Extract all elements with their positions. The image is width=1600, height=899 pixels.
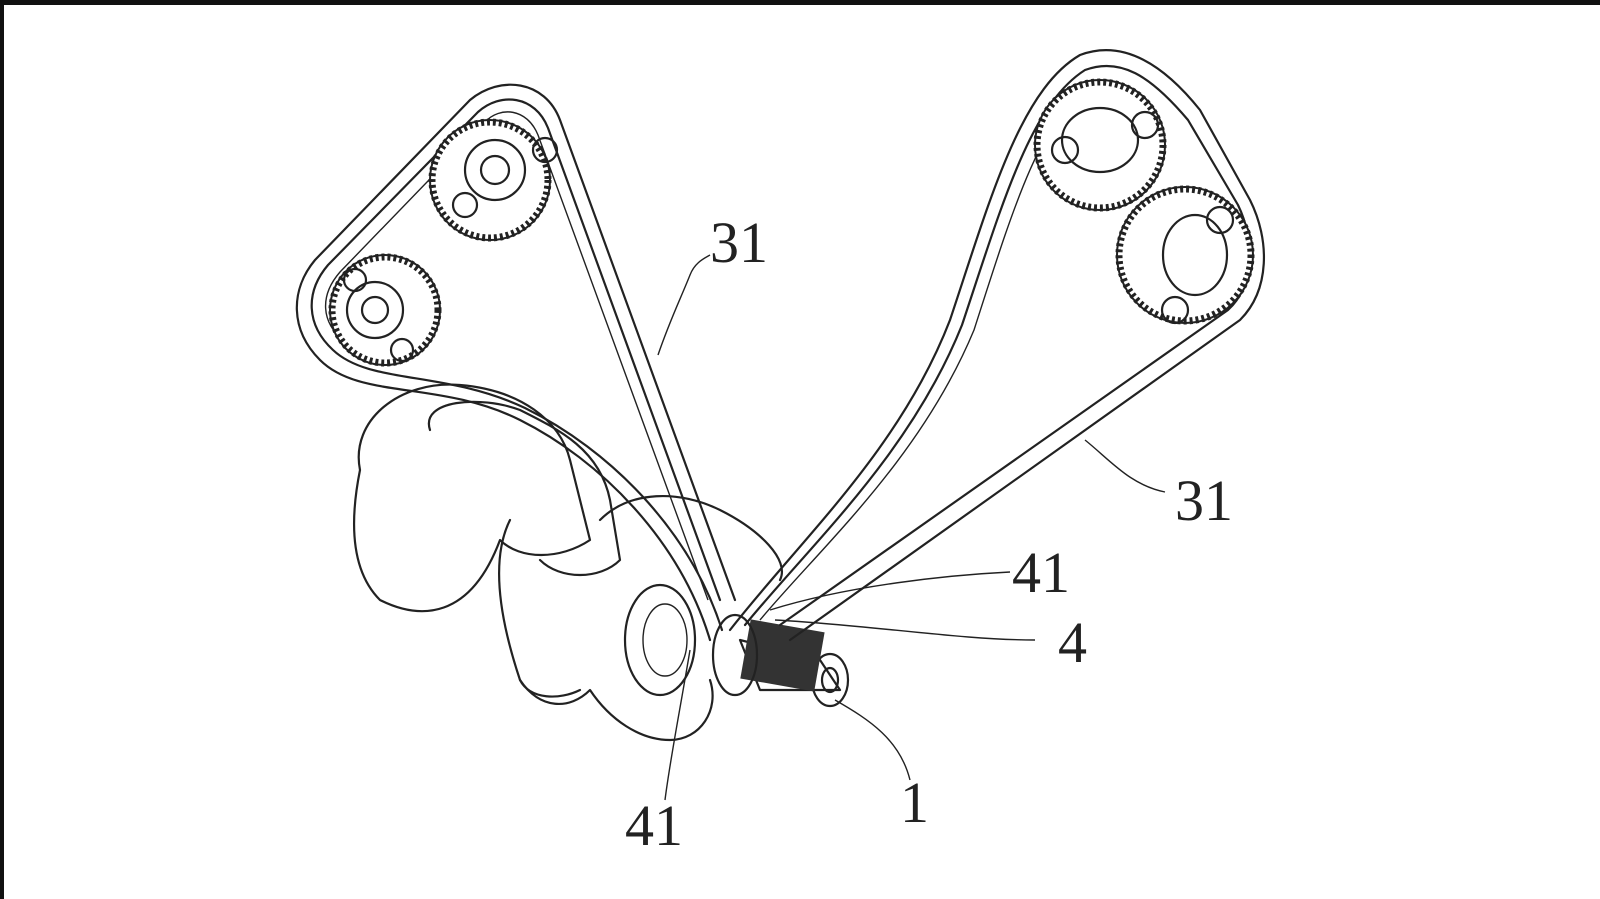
label-41-upper: 41: [1012, 540, 1070, 605]
label-41-lower: 41: [625, 793, 683, 858]
gear-4: [740, 619, 825, 692]
sprocket-left-lower: [328, 253, 442, 367]
leader-lines: [657, 254, 1166, 801]
frame-border-left: [0, 0, 4, 899]
crankshaft: [352, 383, 850, 742]
frame-border-top: [0, 0, 1600, 5]
belt-right: [728, 49, 1265, 642]
belt-left: [295, 83, 737, 642]
sprocket-right-lower: [1115, 185, 1255, 325]
label-4: 4: [1058, 610, 1087, 675]
label-31-upper: 31: [710, 210, 768, 275]
sprocket-left-upper: [428, 118, 559, 242]
label-1: 1: [900, 770, 929, 835]
label-31-right: 31: [1175, 468, 1233, 533]
sprocket-right-upper: [1033, 78, 1167, 212]
